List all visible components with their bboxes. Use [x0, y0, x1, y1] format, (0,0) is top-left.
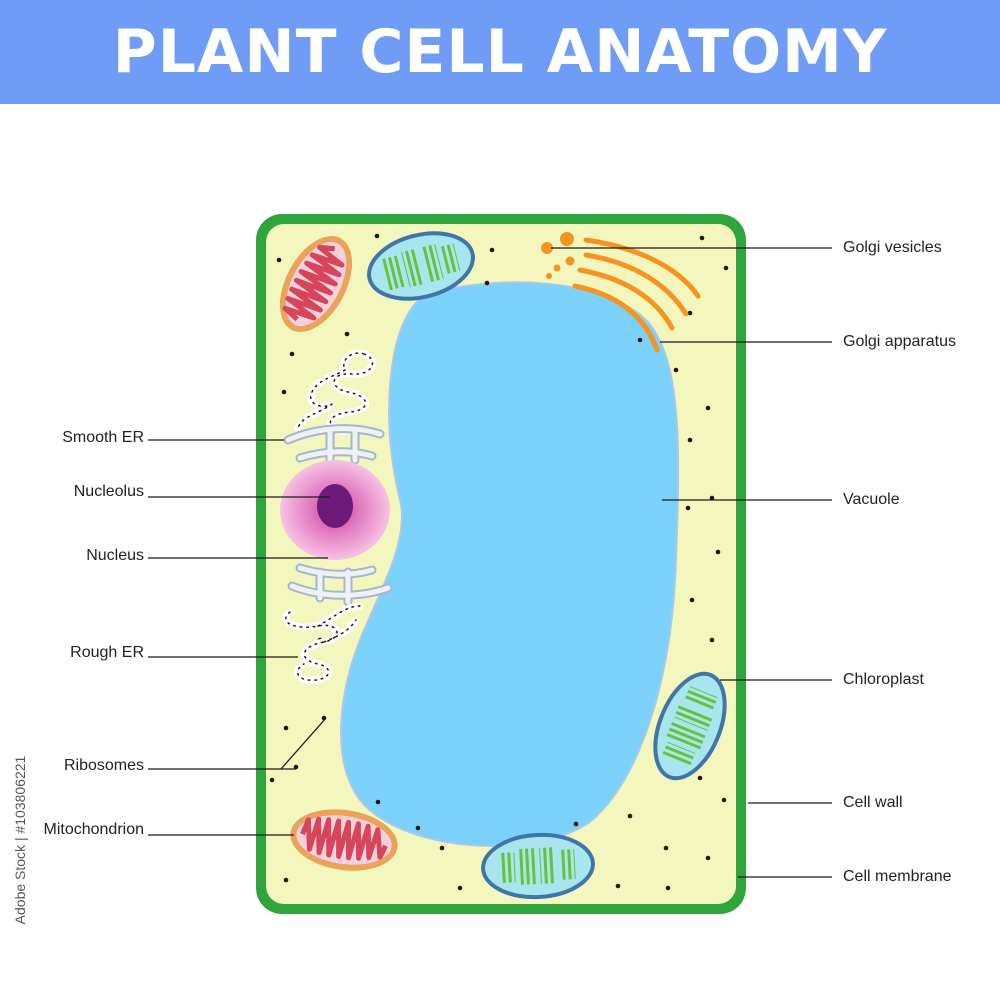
vacuole	[340, 281, 680, 847]
mitochondrion-bottom	[290, 809, 398, 871]
golgi-apparatus	[572, 237, 701, 353]
page-title: PLANT CELL ANATOMY	[112, 17, 888, 87]
rough-er-top	[294, 349, 376, 436]
chloroplast-right	[653, 671, 727, 781]
golgi-vesicles	[541, 232, 575, 279]
label-nucleolus: Nucleolus	[73, 483, 144, 500]
leader-lines-left	[148, 439, 330, 836]
label-golgi-vesicles: Golgi vesicles	[843, 239, 942, 256]
chloroplast-bottom	[481, 832, 595, 900]
label-rough-er: Rough ER	[70, 644, 144, 661]
mitochondrion-top	[279, 235, 353, 333]
smooth-er-bottom-inner	[289, 565, 391, 605]
label-nucleus: Nucleus	[86, 547, 144, 564]
label-golgi-apparatus: Golgi apparatus	[843, 333, 956, 350]
label-ribosomes: Ribosomes	[63, 757, 144, 774]
label-chloroplast: Chloroplast	[843, 671, 924, 688]
title-banner	[0, 0, 1000, 104]
label-cell-membrane: Cell membrane	[843, 868, 952, 885]
leader-lines-right	[551, 247, 832, 878]
rough-er-bottom	[282, 602, 364, 684]
stock-id-text: Adobe Stock | #103806221	[12, 755, 28, 925]
stock-id-watermark: Adobe Stock | #103806221	[8, 756, 32, 925]
label-vacuole: Vacuole	[843, 491, 900, 508]
chloroplast-top	[367, 231, 475, 301]
label-mitochondrion: Mitochondrion	[43, 821, 145, 838]
label-smooth-er: Smooth ER	[62, 429, 144, 446]
label-cell-wall: Cell wall	[843, 794, 903, 811]
nucleolus	[317, 484, 353, 528]
smooth-er-top-inner	[285, 426, 383, 465]
